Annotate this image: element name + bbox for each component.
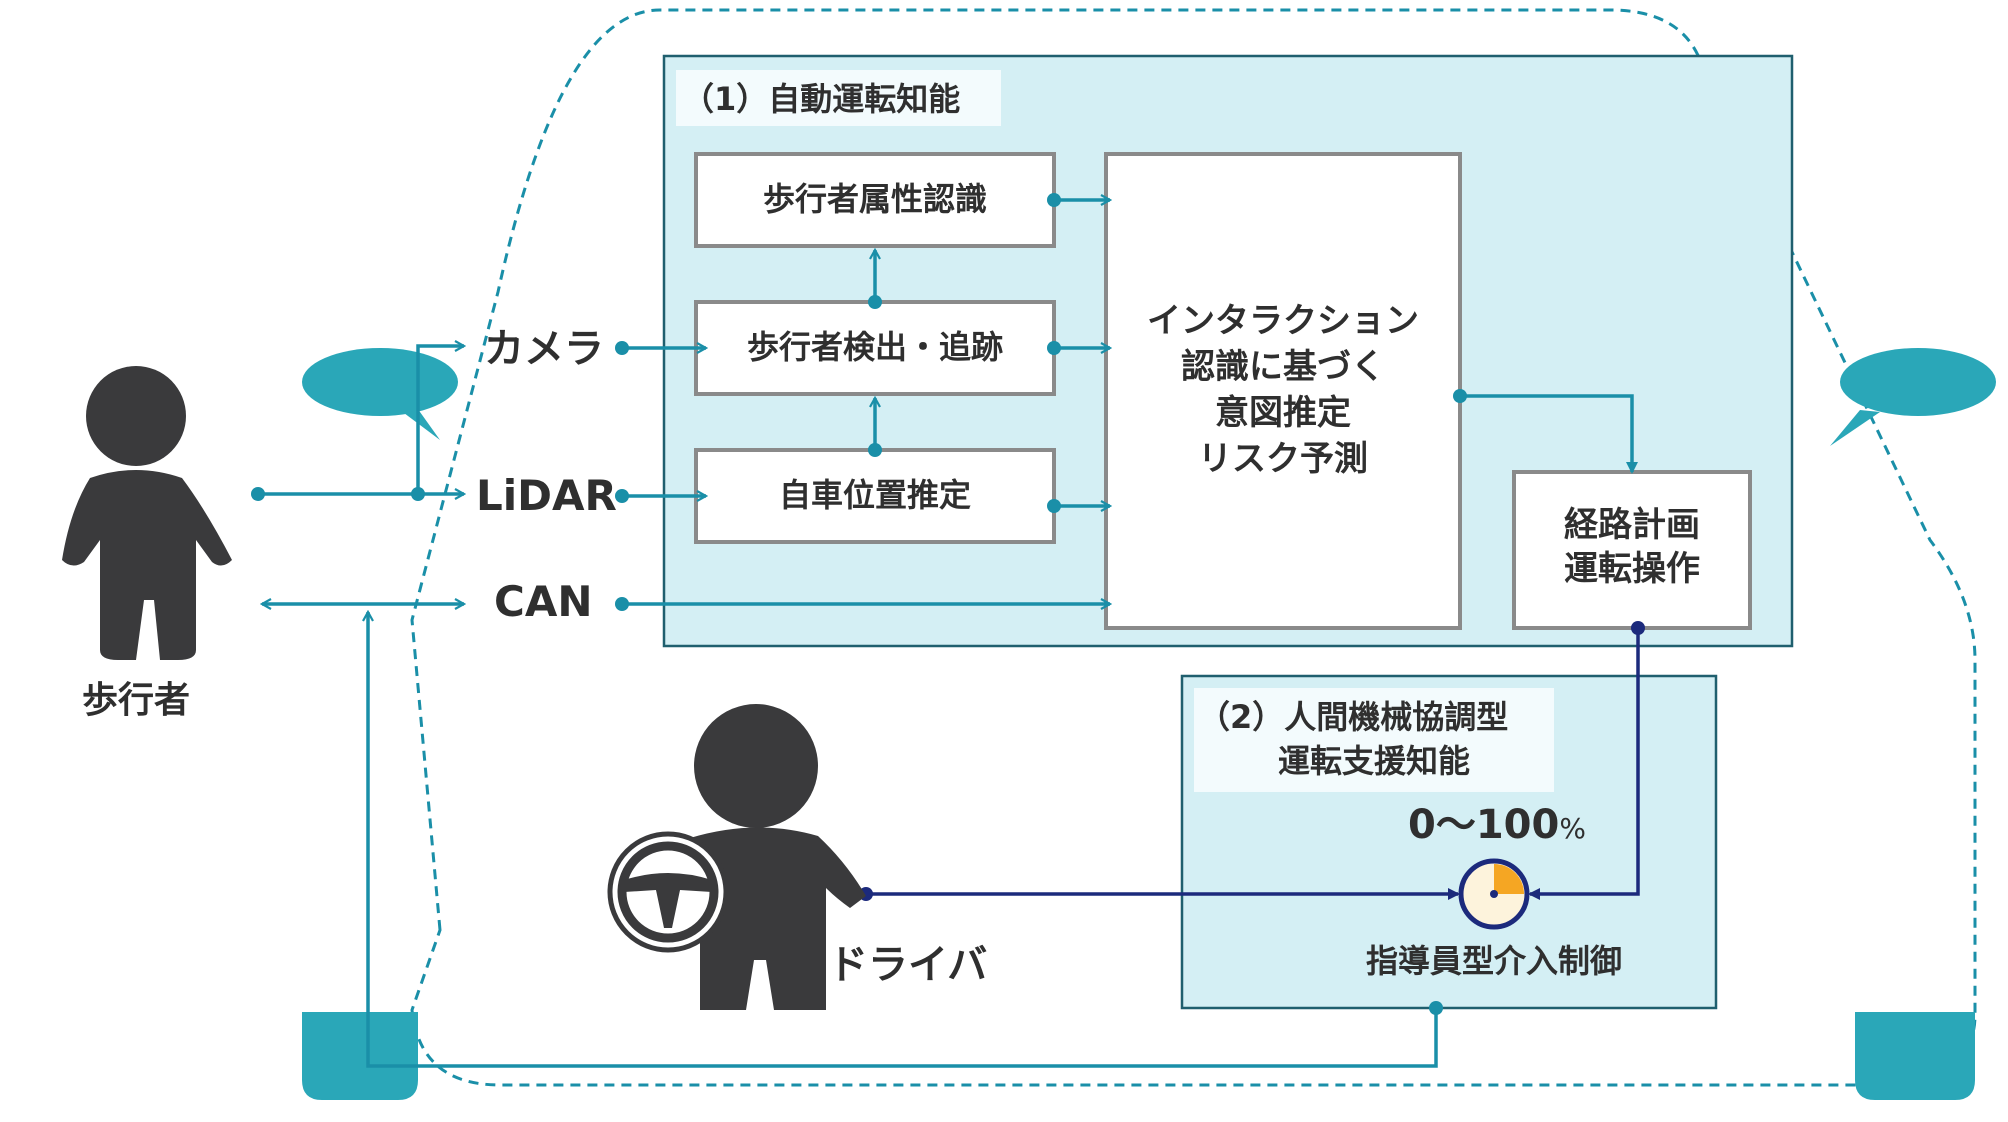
teal-dots [251,193,1467,1015]
right-mirror [1840,348,1996,416]
box-pedestrian-detection: 歩行者検出・追跡 [694,300,1056,396]
sensor-can-label: CAN [494,577,592,626]
navy-connectors [866,628,1640,900]
control-label: 指導員型介入制御 [1366,942,1622,980]
section1-title: （1）自動運転知能 [682,80,960,118]
planning-line-2: 運転操作 [1564,549,1700,589]
interaction-line-3: 意図推定 [1215,393,1351,433]
box-detection-label: 歩行者検出・追跡 [747,328,1003,366]
interaction-line-2: 認識に基づく [1181,347,1385,387]
box-attribute-label: 歩行者属性認識 [763,180,987,218]
interaction-line-1: インタラクション [1147,301,1419,341]
planning-line-1: 経路計画 [1564,505,1700,545]
section2-title-line2: 運転支援知能 [1278,742,1470,780]
driver-label: ドライバ [828,942,987,988]
driver-icon [690,704,866,1010]
sensor-camera-label: カメラ [484,326,604,372]
pedestrian-icon [62,366,232,660]
box-self-localization: 自車位置推定 [694,448,1056,544]
left-mirror [302,348,458,416]
interaction-line-4: リスク予測 [1198,439,1368,479]
pedestrian-label: 歩行者 [82,680,190,721]
steering-wheel-icon [607,831,729,953]
planning-output-dot [1631,621,1645,635]
box-interaction-recognition: インタラクション 認識に基づく 意図推定 リスク予測 [1104,152,1462,630]
box-pedestrian-attribute: 歩行者属性認識 [694,152,1056,248]
front-wheel [1855,1012,1975,1100]
teal-connectors [258,200,1638,1068]
gauge-fill [1494,864,1524,894]
sensor-lidar-label: LiDAR [476,471,617,520]
svg-text:0～100%: 0～100% [1408,802,1586,848]
gauge-icon [1458,858,1530,930]
section2-title-line1: （2）人間機械協調型 [1198,698,1508,736]
control-range-text: 0～100% [1408,802,1586,848]
box-route-planning: 経路計画 運転操作 [1512,470,1752,630]
rear-wheel [302,1012,418,1100]
box-localization-label: 自車位置推定 [779,476,971,514]
